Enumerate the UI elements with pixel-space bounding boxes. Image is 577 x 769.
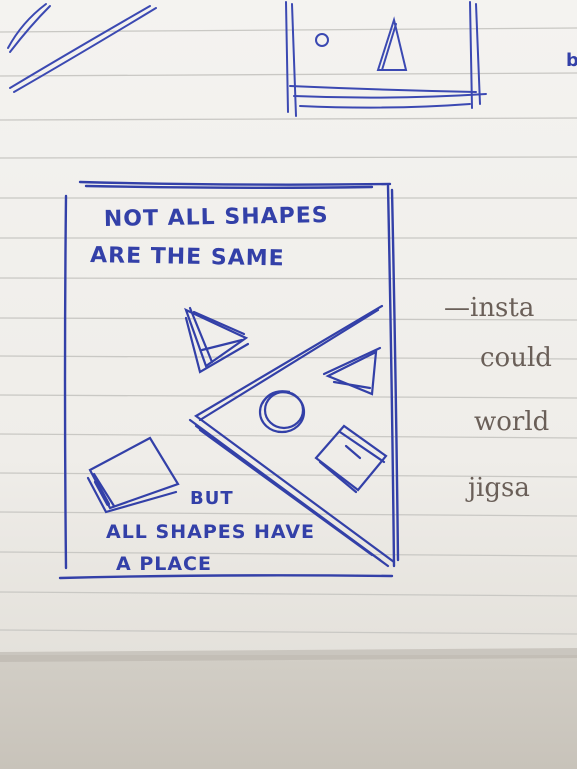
bottom-caption-line2: ALL SHAPES HAVE (106, 521, 315, 543)
margin-note-line3: world (474, 407, 549, 437)
margin-note-line4: jigsa (465, 473, 530, 503)
margin-note-line1: —insta (444, 293, 534, 323)
top-caption-line1: NOT ALL SHAPES (104, 203, 329, 232)
desk-surface (0, 655, 577, 769)
margin-note-fragment: b (566, 50, 577, 71)
margin-note-line2: could (480, 343, 552, 373)
bottom-caption-line3: A PLACE (116, 553, 212, 575)
bottom-caption-line1: BUT (190, 488, 234, 509)
top-caption-line2: ARE THE SAME (90, 243, 285, 271)
